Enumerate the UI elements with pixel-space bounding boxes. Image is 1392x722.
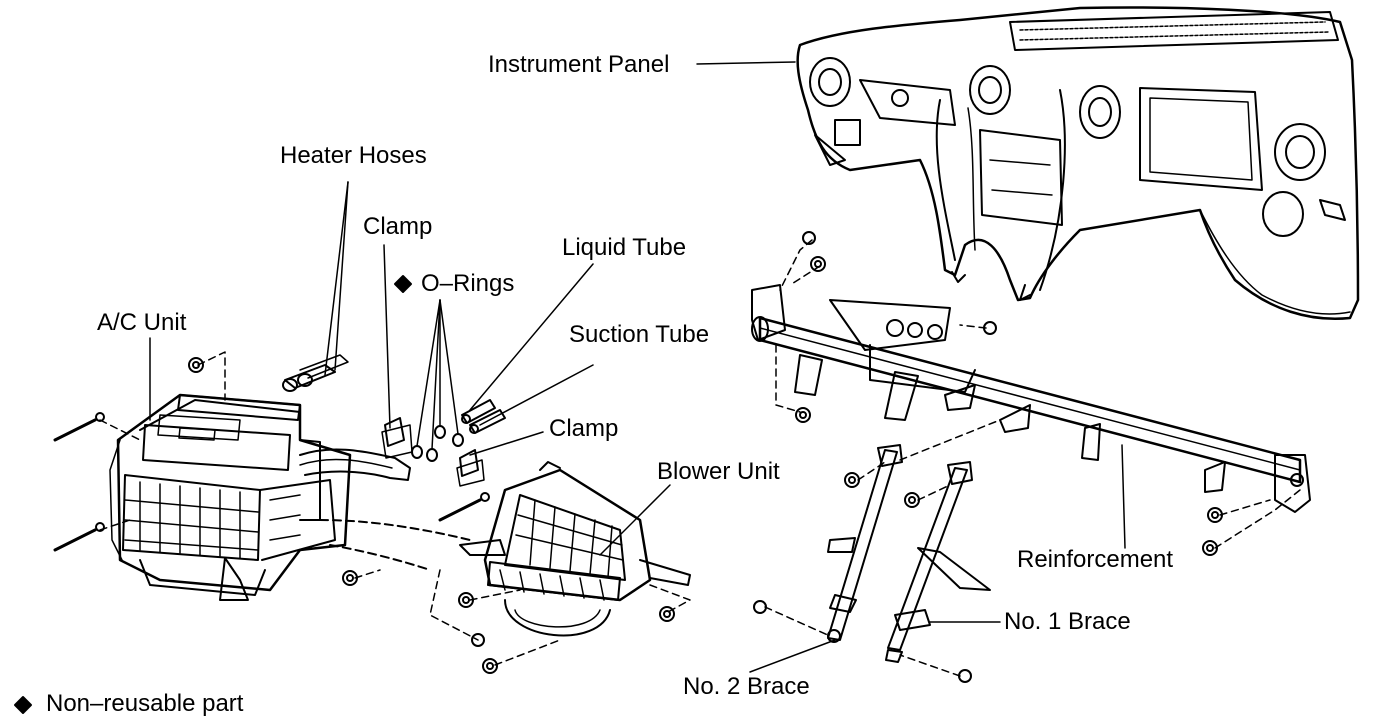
o-rings-diamond-icon — [394, 275, 412, 293]
label-reinforcement: Reinforcement — [1017, 546, 1174, 573]
leader-lines — [149, 61, 1126, 673]
legend-diamond-icon — [14, 696, 32, 714]
label-clamp-mid: Clamp — [549, 415, 619, 442]
label-ac-unit: A/C Unit — [97, 309, 187, 336]
alignment-lines — [99, 239, 1301, 677]
small-parts — [381, 399, 506, 487]
label-no2-brace: No. 2 Brace — [683, 673, 810, 700]
blower-unit — [459, 461, 691, 637]
no1-brace — [885, 461, 991, 663]
reinforcement — [751, 284, 1311, 513]
label-instrument-panel: Instrument Panel — [488, 51, 670, 78]
label-o-rings: O–Rings — [421, 270, 515, 297]
label-clamp-top: Clamp — [363, 213, 433, 240]
ac-unit — [109, 393, 471, 601]
label-heater-hoses: Heater Hoses — [280, 142, 427, 169]
label-blower-unit: Blower Unit — [657, 458, 780, 485]
no2-brace — [827, 444, 903, 643]
instrument-panel — [796, 6, 1360, 320]
label-no1-brace: No. 1 Brace — [1004, 608, 1131, 635]
legend-text: Non–reusable part — [46, 690, 244, 717]
label-liquid-tube: Liquid Tube — [562, 234, 687, 261]
label-suction-tube: Suction Tube — [569, 321, 710, 348]
heater-hoses — [282, 354, 349, 392]
